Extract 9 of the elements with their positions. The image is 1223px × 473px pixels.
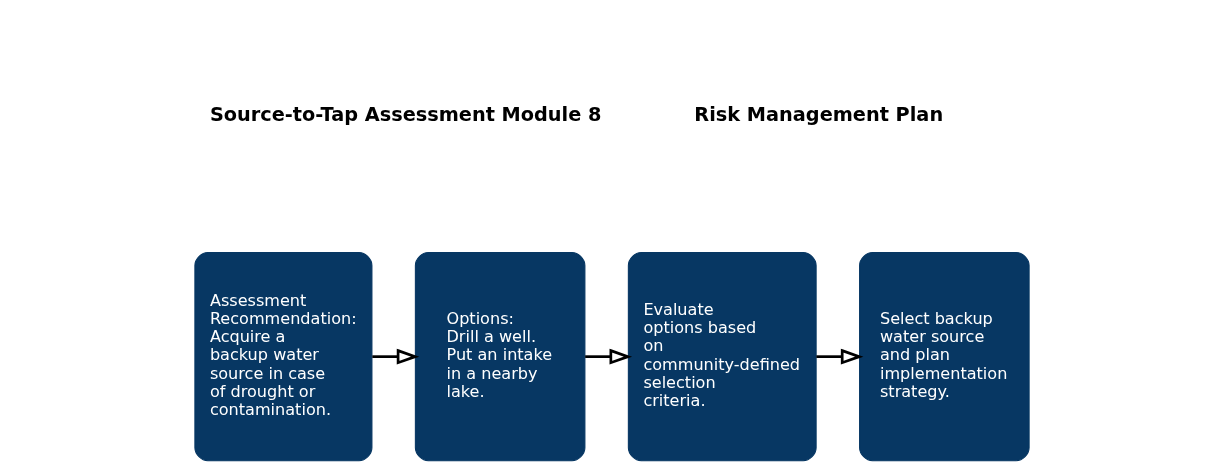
arrow (815, 348, 863, 365)
node-box: Assessment Recommendation: Acquire a backup water source in case of drought or contamination. (193, 251, 372, 461)
node-box: Select backup water source and plan implementation strategy. (858, 251, 1030, 461)
node-box: Evaluate options based on community-defined selection criteria. (627, 251, 817, 461)
node-box: Options: Drill a well. Put an intake in a nearby lake. (414, 251, 585, 461)
arrow (584, 348, 632, 365)
label: Source-to-Tap Assessment Module 8 (209, 102, 601, 126)
label: Risk Management Plan (693, 102, 943, 126)
arrow (371, 348, 419, 365)
